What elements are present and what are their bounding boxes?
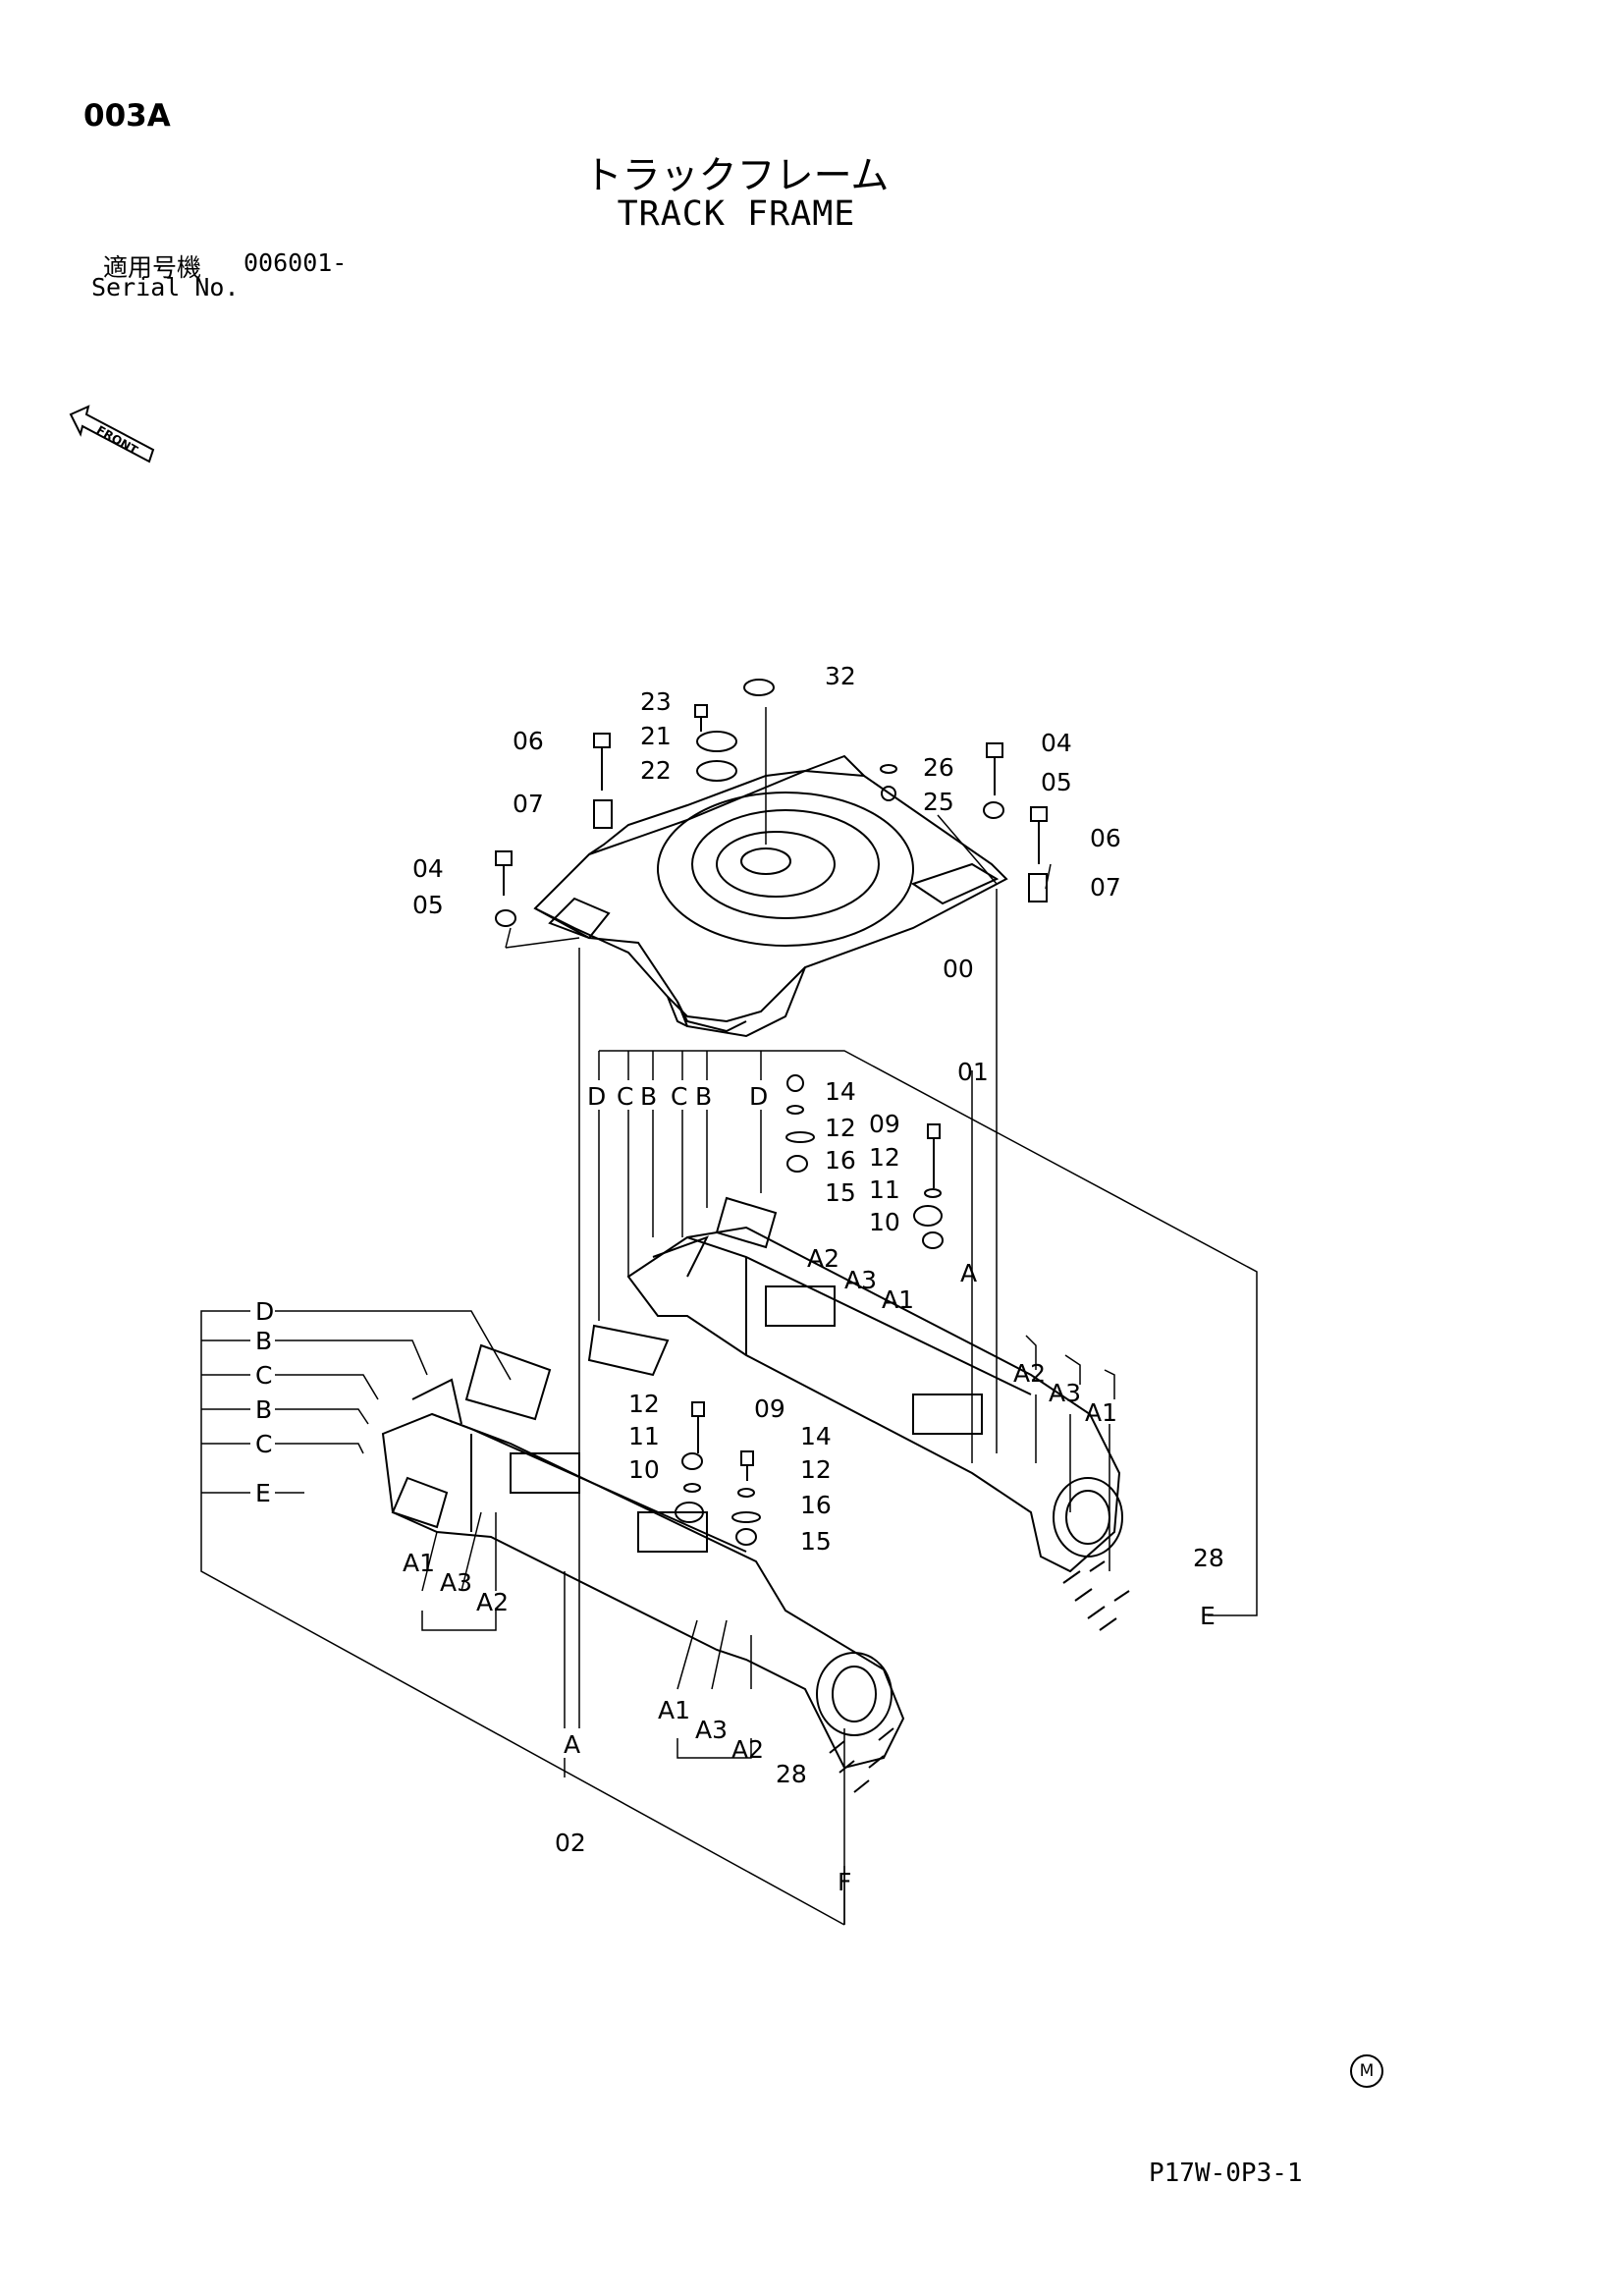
- serial-value: 006001-: [243, 248, 348, 277]
- callout: 11: [869, 1175, 900, 1204]
- callout-labels: 32 23 21 22 26 25 06 07 04 05 04 05 06 0…: [255, 662, 1224, 1896]
- center-frame-drawing: [533, 754, 1008, 1038]
- document-code: P17W-0P3-1: [1149, 2159, 1303, 2188]
- callout: 22: [640, 756, 672, 785]
- callout: 02: [555, 1829, 586, 1857]
- callout: B: [255, 1327, 272, 1355]
- callout: A3: [844, 1266, 877, 1294]
- callout: 06: [1090, 824, 1121, 852]
- leader-lines: [505, 707, 1052, 1728]
- callout: A: [960, 1259, 977, 1287]
- callout: 07: [513, 790, 544, 818]
- callout: 12: [869, 1143, 900, 1172]
- serial-label-japanese: 適用号機: [103, 253, 202, 282]
- right-frame-brackets: [598, 1050, 1258, 1616]
- callout: 12: [628, 1390, 660, 1418]
- callout: 05: [1041, 768, 1072, 796]
- callout: 11: [628, 1422, 660, 1450]
- callout: A1: [882, 1285, 914, 1314]
- callout: 00: [943, 955, 974, 983]
- callout: 10: [628, 1455, 660, 1484]
- footer-mark-icon: M: [1350, 2054, 1383, 2088]
- serial-label-english: Serial No.: [91, 273, 240, 301]
- callout: 09: [754, 1394, 785, 1423]
- callout: A2: [1013, 1359, 1046, 1388]
- callout: 26: [923, 753, 954, 782]
- callout: C: [255, 1361, 272, 1390]
- callout: B: [255, 1395, 272, 1424]
- callout: 15: [800, 1527, 832, 1556]
- callout: D: [255, 1297, 274, 1326]
- callout: 14: [825, 1077, 856, 1106]
- page-code: 003A: [83, 98, 171, 134]
- callout: E: [255, 1479, 271, 1507]
- callout: 09: [869, 1110, 900, 1138]
- callout: 16: [800, 1491, 832, 1519]
- callout: 32: [825, 662, 856, 690]
- callout: 21: [640, 722, 672, 750]
- callout: F: [838, 1868, 851, 1896]
- callout: 25: [923, 788, 954, 816]
- callout: A3: [695, 1716, 728, 1744]
- callout: A2: [731, 1735, 764, 1764]
- callout: 15: [825, 1178, 856, 1207]
- callout: A2: [807, 1244, 839, 1273]
- left-frame-brackets: [200, 1310, 845, 1926]
- callout: C: [617, 1082, 633, 1111]
- callout: 06: [513, 727, 544, 755]
- right-track-frame-drawing: [587, 1196, 1123, 1573]
- callout: 10: [869, 1208, 900, 1236]
- callout: B: [640, 1082, 657, 1111]
- callout: A1: [403, 1549, 435, 1577]
- callout: 05: [412, 891, 444, 919]
- left-track-frame-drawing: [381, 1343, 905, 1770]
- callout: 14: [800, 1422, 832, 1450]
- callout: A1: [658, 1696, 690, 1724]
- callout: E: [1200, 1602, 1216, 1630]
- callout: A3: [1049, 1379, 1081, 1407]
- callout: A1: [1085, 1398, 1117, 1427]
- callout: C: [671, 1082, 687, 1111]
- callout: A: [564, 1730, 580, 1759]
- callout: 04: [1041, 729, 1072, 757]
- callout: 28: [1193, 1544, 1224, 1572]
- title-english: TRACK FRAME: [617, 194, 856, 234]
- callout: B: [695, 1082, 712, 1111]
- callout: A3: [440, 1568, 472, 1597]
- callout: A2: [476, 1588, 509, 1616]
- callout: 07: [1090, 873, 1121, 902]
- title-japanese: トラックフレーム: [583, 154, 890, 198]
- callout: 23: [640, 687, 672, 716]
- callout: 01: [957, 1058, 989, 1086]
- callout: 04: [412, 854, 444, 883]
- front-arrow-icon: FRONT: [69, 405, 155, 464]
- callout: D: [749, 1082, 768, 1111]
- hardware-parts: [495, 679, 1130, 1793]
- callout: D: [587, 1082, 606, 1111]
- callout: 12: [825, 1114, 856, 1142]
- callout: 16: [825, 1146, 856, 1175]
- callout: C: [255, 1430, 272, 1458]
- callout: 28: [776, 1760, 807, 1788]
- callout: 12: [800, 1455, 832, 1484]
